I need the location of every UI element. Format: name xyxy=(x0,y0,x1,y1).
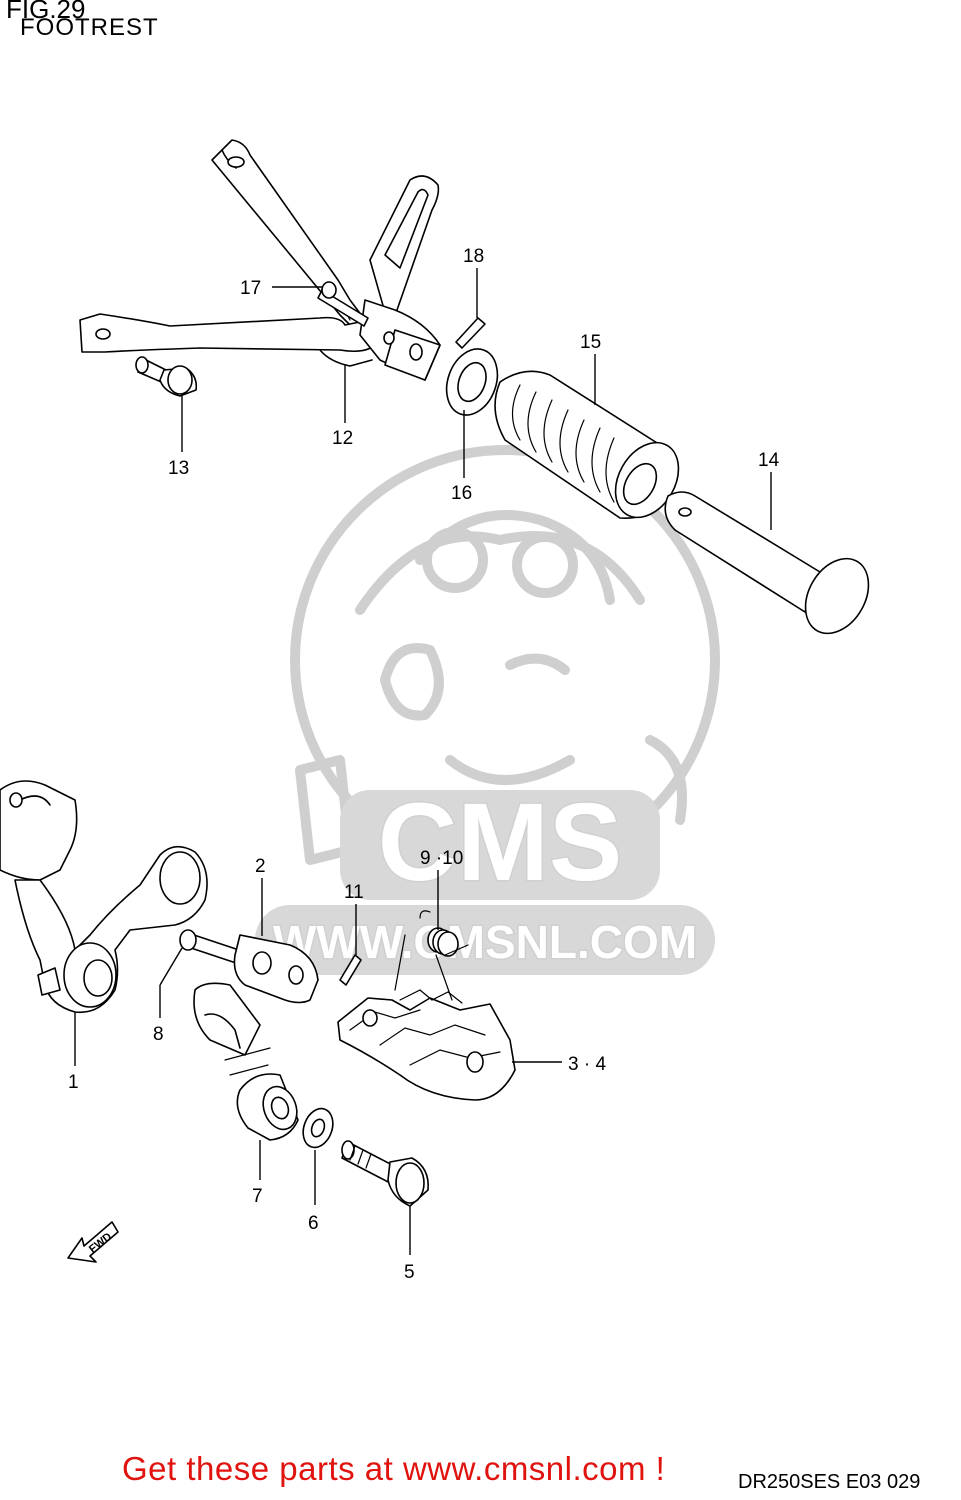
part-11-cotter-pin xyxy=(339,954,362,986)
callout-7: 7 xyxy=(252,1186,263,1207)
cms-watermark-logo: CMS WWW.CMSNL.COM xyxy=(255,445,720,975)
callout-16: 16 xyxy=(451,483,472,504)
callout-6: 6 xyxy=(308,1213,319,1234)
callout-11: 11 xyxy=(344,882,364,903)
part-13-bolt xyxy=(135,356,198,397)
part-3-4-footpeg xyxy=(337,989,516,1101)
part-8-pin xyxy=(179,929,246,966)
part-17-pin xyxy=(317,281,369,327)
watermark-url-text: WWW.CMSNL.COM xyxy=(273,916,697,968)
callout-17: 17 xyxy=(240,278,261,299)
part-9-10-spring xyxy=(394,910,469,1001)
callout-12: 12 xyxy=(332,428,353,449)
figure-title: FOOTREST xyxy=(20,14,159,41)
part-16-washer xyxy=(445,348,499,416)
figure-number: FIG.29 xyxy=(6,0,86,24)
callout-15: 15 xyxy=(580,332,601,353)
promo-link[interactable]: Get these parts at www.cmsnl.com ! xyxy=(122,1450,666,1487)
part-12-footrest-bracket xyxy=(79,139,441,381)
watermark-logo-text: CMS xyxy=(378,781,622,904)
callout-2: 2 xyxy=(255,856,266,877)
callout-14: 14 xyxy=(758,450,780,471)
callout-9-10: 9 ·10 xyxy=(420,848,463,869)
part-15-footrest-rubber xyxy=(494,370,680,519)
part-14-shaft xyxy=(664,491,870,635)
callout-8: 8 xyxy=(153,1024,164,1045)
part-1-footrest-bracket xyxy=(0,780,208,1014)
forward-arrow-icon: FWD xyxy=(67,1221,119,1263)
callout-3-4: 3 · 4 xyxy=(568,1054,606,1075)
diagram-code: DR250SES E03 029 xyxy=(738,1471,921,1493)
part-6-washer xyxy=(302,1107,334,1149)
part-5-bolt xyxy=(341,1140,429,1207)
part-7-collar xyxy=(236,1073,299,1141)
callout-labels: 17 18 15 14 12 13 16 1 8 2 11 9 ·10 3 · … xyxy=(68,246,780,1283)
part-18-cotter-pin xyxy=(455,317,486,349)
callout-18: 18 xyxy=(463,246,484,267)
callout-13: 13 xyxy=(168,458,189,479)
callout-1: 1 xyxy=(68,1072,79,1093)
part-2-bracket xyxy=(193,934,319,1076)
leader-lines xyxy=(74,268,772,1255)
callout-5: 5 xyxy=(404,1262,415,1283)
